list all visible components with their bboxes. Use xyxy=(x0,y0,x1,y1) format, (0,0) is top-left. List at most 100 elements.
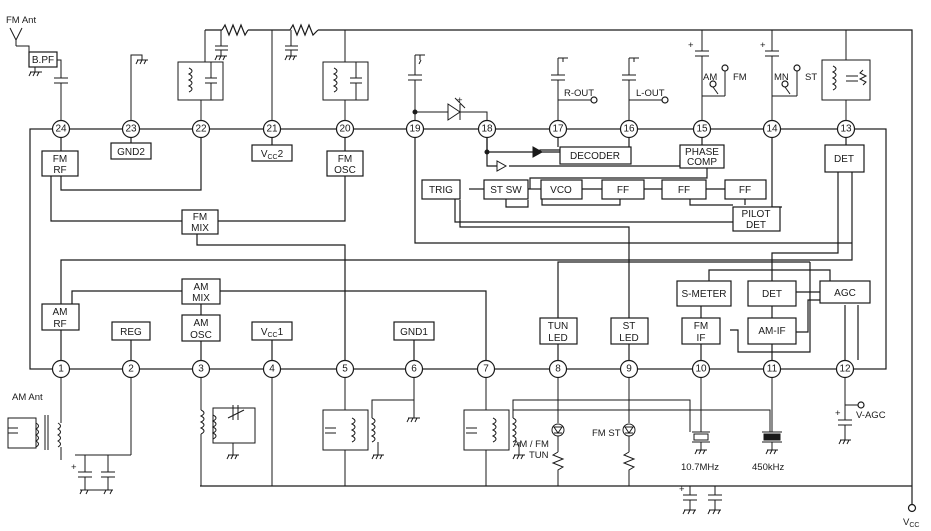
pin-3: 3 xyxy=(191,359,211,379)
am-fm-tun-label-2: TUN xyxy=(529,450,549,461)
svg-text:17: 17 xyxy=(552,124,564,135)
v-agc-label: V-AGC xyxy=(856,410,886,421)
svg-text:VCC2: VCC2 xyxy=(261,149,284,161)
svg-text:FM: FM xyxy=(193,212,207,223)
fm-antenna-icon xyxy=(9,27,30,52)
svg-text:19: 19 xyxy=(409,124,421,135)
svg-text:DET: DET xyxy=(746,220,766,231)
svg-text:AM: AM xyxy=(194,318,209,329)
am-mix-block: AM MIX xyxy=(181,278,221,305)
pin-10: 10 xyxy=(691,359,711,379)
svg-text:8: 8 xyxy=(555,364,561,375)
svg-text:VCC1: VCC1 xyxy=(261,327,284,339)
mn-switch-label: MN xyxy=(774,72,789,83)
svg-text:FF: FF xyxy=(617,185,629,196)
phase-comp-block: PHASE COMP xyxy=(679,144,725,169)
pin-row-top: 13 14 15 16 17 18 19 20 21 22 23 24 xyxy=(51,119,856,139)
svg-text:6: 6 xyxy=(411,364,417,375)
gnd2-block: GND2 xyxy=(110,142,152,160)
svg-text:FM: FM xyxy=(338,154,352,165)
fm-st-label: FM ST xyxy=(592,428,621,439)
pin-16: 16 xyxy=(619,119,639,139)
st-sw-block: ST SW xyxy=(483,179,529,200)
svg-text:COMP: COMP xyxy=(687,157,717,168)
ic-package-outline xyxy=(29,128,887,370)
internal-wiring xyxy=(50,138,859,360)
pin-24: 24 xyxy=(51,119,71,139)
varactor-diode-icon xyxy=(412,97,488,121)
svg-text:2: 2 xyxy=(128,364,134,375)
decoder-block: DECODER xyxy=(559,146,632,165)
agc-block: AGC xyxy=(819,280,871,304)
pin24-coupling-capacitor-icon xyxy=(54,59,68,120)
det-block-top: DET xyxy=(824,144,865,173)
pin13-tank-circuit-icon xyxy=(821,30,871,120)
pin23-ground-icon xyxy=(130,54,148,120)
svg-text:LED: LED xyxy=(619,333,638,344)
svg-text:14: 14 xyxy=(766,124,778,135)
svg-text:FM: FM xyxy=(694,321,708,332)
pin21-supply-icon xyxy=(271,30,298,120)
svg-text:AM-IF: AM-IF xyxy=(758,326,785,337)
svg-text:OSC: OSC xyxy=(190,330,212,341)
pin-22: 22 xyxy=(191,119,211,139)
svg-text:7: 7 xyxy=(483,364,489,375)
pin-15: 15 xyxy=(692,119,712,139)
pin22-tank-circuit-icon xyxy=(177,30,228,120)
svg-text:AGC: AGC xyxy=(834,288,856,299)
svg-text:11: 11 xyxy=(767,364,778,375)
svg-text:MIX: MIX xyxy=(191,223,209,234)
fm-osc-block: FM OSC xyxy=(326,150,364,177)
svg-text:4: 4 xyxy=(269,364,275,375)
svg-text:22: 22 xyxy=(195,124,207,135)
xtal-450khz-label: 450kHz xyxy=(752,462,784,473)
pin-12: 12 xyxy=(835,359,855,379)
s-meter-block: S-METER xyxy=(676,280,732,307)
fm-mix-block: FM MIX xyxy=(181,209,219,235)
svg-text:TUN: TUN xyxy=(548,321,569,332)
pin5-if-transformer-icon xyxy=(322,378,414,486)
svg-text:9: 9 xyxy=(626,364,632,375)
svg-text:ST SW: ST SW xyxy=(490,185,522,196)
pin-20: 20 xyxy=(335,119,355,139)
svg-text:RF: RF xyxy=(53,165,66,176)
pin-4: 4 xyxy=(262,359,282,379)
svg-text:18: 18 xyxy=(481,124,493,135)
ceramic-filter-10-7mhz-icon xyxy=(692,378,710,455)
fm-rf-block: FM RF xyxy=(41,150,79,177)
svg-text:TRIG: TRIG xyxy=(429,185,453,196)
svg-text:DECODER: DECODER xyxy=(570,151,620,162)
reg-block: REG xyxy=(111,321,151,341)
svg-text:DET: DET xyxy=(834,154,854,165)
st-led-block: ST LED xyxy=(610,317,649,345)
v-agc-plus-label: + xyxy=(835,408,841,419)
svg-text:OSC: OSC xyxy=(334,165,356,176)
svg-text:IF: IF xyxy=(697,333,706,344)
bpf-ground-icon xyxy=(28,67,42,77)
pin-7: 7 xyxy=(476,359,496,379)
pin-21: 21 xyxy=(262,119,282,139)
pin2-decoupling-capacitors-icon xyxy=(75,378,132,495)
bottom-capacitor-plus-label: + xyxy=(679,484,685,495)
fm-ant-label: FM Ant xyxy=(6,15,36,26)
varactor-plus-label: + xyxy=(457,95,463,106)
r-out-capacitor-icon xyxy=(551,57,598,120)
svg-text:AM: AM xyxy=(53,307,68,318)
vcc-label: VCC xyxy=(903,517,919,529)
gnd1-block: GND1 xyxy=(393,321,435,341)
svg-text:24: 24 xyxy=(55,124,67,135)
pin-5: 5 xyxy=(335,359,355,379)
vcc2-block: VCC2 xyxy=(251,144,293,162)
am-ant-label: AM Ant xyxy=(12,392,43,403)
am-fm-switch-plus-label: + xyxy=(688,40,694,51)
tun-led-indicator-icon xyxy=(551,378,565,486)
svg-text:FF: FF xyxy=(739,185,751,196)
pin2-capacitor-plus-label: + xyxy=(71,462,77,473)
svg-text:12: 12 xyxy=(839,364,851,375)
pin-17: 17 xyxy=(548,119,568,139)
svg-text:DET: DET xyxy=(762,289,782,300)
v-agc-capacitor-icon xyxy=(838,378,865,445)
svg-text:B.PF: B.PF xyxy=(32,55,54,66)
svg-text:GND2: GND2 xyxy=(117,147,145,158)
svg-text:LED: LED xyxy=(548,333,567,344)
